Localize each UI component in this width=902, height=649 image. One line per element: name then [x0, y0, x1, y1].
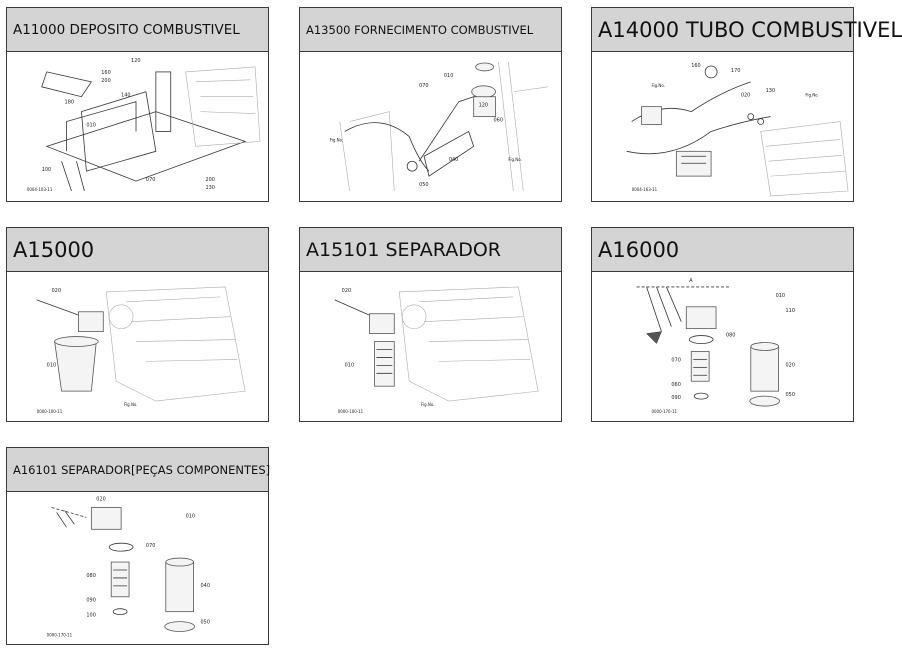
svg-text:140: 140 [121, 93, 130, 99]
svg-text:010: 010 [444, 73, 453, 79]
svg-text:070: 070 [671, 357, 680, 363]
svg-text:0000-170-11: 0000-170-11 [652, 409, 678, 414]
svg-text:Fig.No.: Fig.No. [652, 83, 665, 88]
card-title: A15000 [7, 228, 268, 272]
svg-text:070: 070 [146, 177, 155, 183]
svg-text:100: 100 [42, 167, 51, 173]
svg-text:020: 020 [96, 497, 105, 503]
svg-text:160: 160 [691, 63, 700, 69]
svg-text:Fig.No.: Fig.No. [508, 157, 521, 162]
card-title: A14000 TUBO COMBUSTIVEL [592, 8, 902, 52]
svg-text:130: 130 [766, 88, 775, 94]
svg-text:080: 080 [726, 333, 735, 339]
svg-text:0000-100-11: 0000-100-11 [37, 409, 63, 414]
svg-text:050: 050 [419, 182, 428, 188]
svg-text:200: 200 [205, 177, 214, 183]
diagram-thumbnail: A 010 110 080 070 060 090 020 050 0000-170-1… [592, 272, 853, 421]
svg-text:060: 060 [671, 382, 680, 388]
card-title: A16000 [592, 228, 853, 272]
svg-text:160: 160 [101, 70, 110, 76]
svg-text:050: 050 [786, 392, 795, 398]
diagram-card-a15000[interactable]: A15000 020 010 0000-100-11 Fig.No. [6, 227, 269, 422]
svg-text:Fig.No.: Fig.No. [330, 137, 343, 142]
diagram-card-a14000[interactable]: A14000 TUBO COMBUSTIVEL 160 170 020 130 00… [591, 7, 902, 202]
diagram-thumbnail: 020 010 0000-100-11 Fig.No. [7, 272, 268, 421]
diagram-card-a13500[interactable]: A13500 FORNECIMENTO COMBUSTIVEL 010 070 1… [299, 7, 562, 202]
svg-text:Fig.No.: Fig.No. [421, 402, 434, 407]
svg-text:050: 050 [201, 620, 210, 626]
svg-text:010: 010 [345, 362, 354, 368]
card-title: A15101 SEPARADOR [300, 228, 561, 272]
diagram-thumbnail: 010 070 120 060 040 050 Fig.No. Fig.No. [300, 52, 561, 201]
svg-text:120: 120 [479, 103, 488, 109]
exploded-parts-diagram-icon: 010 070 120 060 040 050 Fig.No. Fig.No. [330, 61, 549, 192]
svg-text:100: 100 [86, 613, 95, 619]
svg-text:A: A [689, 278, 693, 284]
svg-text:0000-170-11: 0000-170-11 [47, 632, 73, 637]
card-title: A11000 DEPOSITO COMBUSTIVEL [7, 8, 268, 52]
exploded-parts-diagram-icon: 160 170 020 130 0004-163-11 Fig.No. Fig.No. [626, 63, 849, 197]
svg-text:070: 070 [419, 83, 428, 89]
svg-text:Fig.No.: Fig.No. [805, 93, 818, 98]
svg-text:090: 090 [671, 395, 680, 401]
svg-text:010: 010 [776, 293, 785, 299]
svg-text:080: 080 [86, 573, 95, 579]
svg-text:060: 060 [494, 118, 503, 124]
svg-text:020: 020 [741, 93, 750, 99]
exploded-parts-diagram-icon: A 010 110 080 070 060 090 020 050 0000-170-1… [636, 278, 795, 414]
svg-text:Fig.No.: Fig.No. [124, 402, 137, 407]
diagram-thumbnail: 020 010 0000-100-11 Fig.No. [300, 272, 561, 421]
svg-text:020: 020 [342, 288, 351, 294]
svg-text:070: 070 [146, 543, 155, 549]
card-title: A16101 SEPARADOR[PEÇAS COMPONENTES] [7, 448, 270, 492]
diagram-card-a15101[interactable]: A15101 SEPARADOR 020 010 0000-100-11 Fig.N… [299, 227, 562, 422]
card-title: A13500 FORNECIMENTO COMBUSTIVEL [300, 8, 561, 52]
svg-text:0004-163-11: 0004-163-11 [632, 187, 658, 192]
diagram-thumbnail: 020 070 080 090 100 040 050 010 0000-170-11 [7, 492, 268, 644]
svg-text:110: 110 [786, 308, 795, 314]
exploded-parts-diagram-icon: 020 010 0000-100-11 Fig.No. [36, 286, 246, 414]
exploded-parts-diagram-icon: 020 010 0000-100-11 Fig.No. [334, 286, 539, 414]
svg-text:020: 020 [786, 362, 795, 368]
svg-text:090: 090 [86, 598, 95, 604]
diagram-thumbnail: 160 170 020 130 0004-163-11 Fig.No. Fig.No. [592, 52, 853, 201]
diagram-card-a16000[interactable]: A16000 A 010 110 080 070 060 090 020 050 000… [591, 227, 854, 422]
svg-text:010: 010 [47, 362, 56, 368]
svg-text:010: 010 [86, 123, 95, 129]
svg-text:040: 040 [201, 583, 210, 589]
svg-text:0004-103-11: 0004-103-11 [27, 187, 53, 192]
svg-text:180: 180 [65, 100, 74, 106]
svg-text:0000-100-11: 0000-100-11 [338, 409, 364, 414]
svg-text:040: 040 [449, 157, 458, 163]
exploded-parts-diagram-icon: 020 070 080 090 100 040 050 010 0000-170-11 [47, 497, 210, 638]
diagram-card-a11000[interactable]: A11000 DEPOSITO COMBUSTIVEL 0004-103-11 … [6, 7, 269, 202]
svg-text:010: 010 [186, 513, 195, 519]
svg-text:130: 130 [205, 185, 214, 191]
svg-text:120: 120 [131, 58, 140, 64]
svg-text:200: 200 [101, 78, 110, 84]
svg-text:170: 170 [731, 68, 740, 74]
svg-text:020: 020 [52, 288, 61, 294]
